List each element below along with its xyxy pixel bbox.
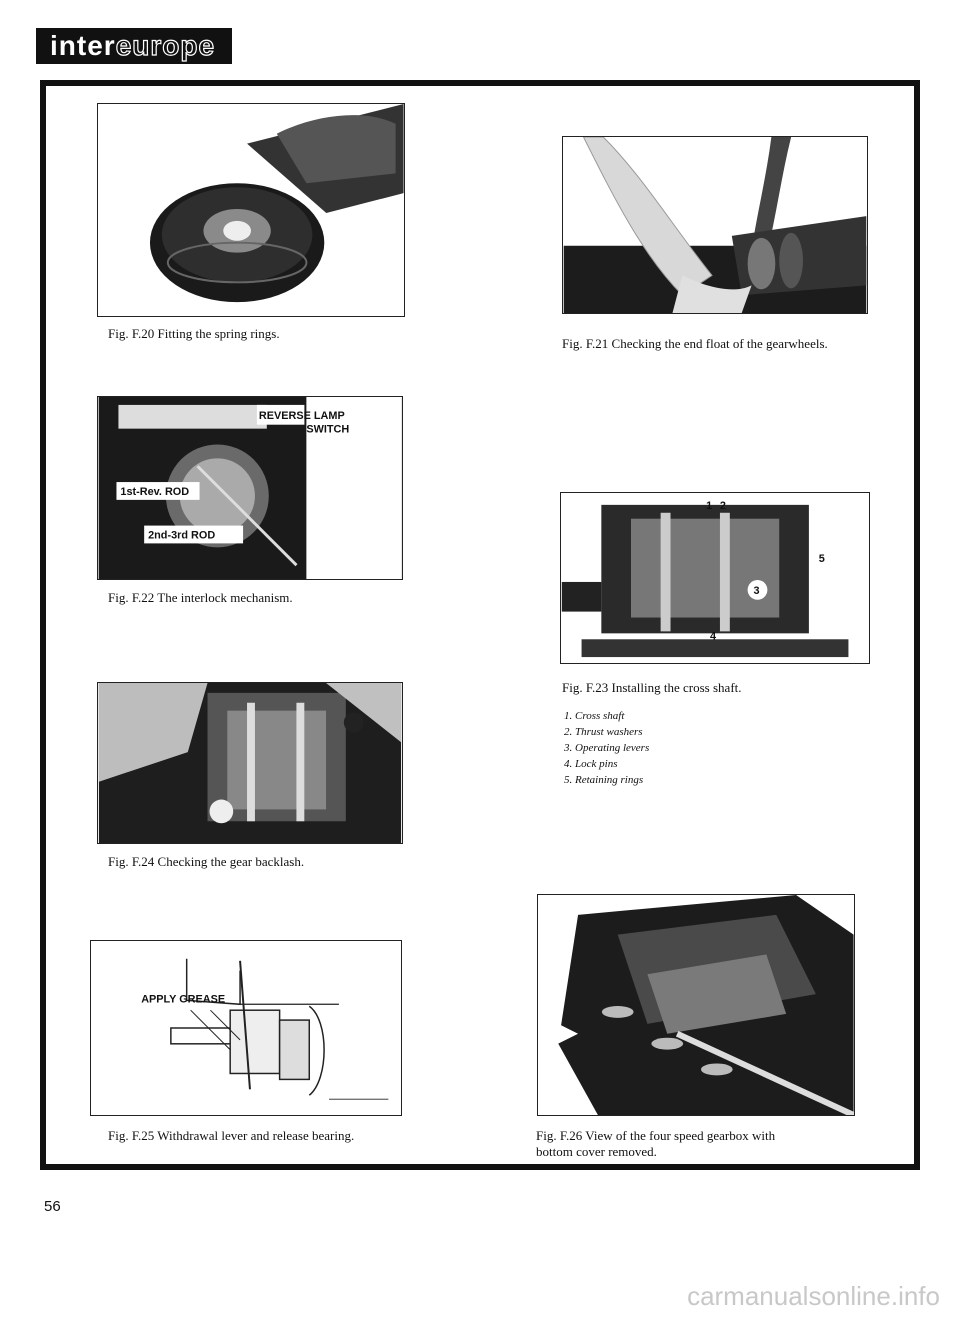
figure-f21-photo: [562, 136, 868, 314]
backlash-photo: [98, 683, 402, 843]
watermark: carmanualsonline.info: [687, 1281, 940, 1311]
callout-4: 4: [710, 630, 716, 642]
legend-item-operating-levers: 3. Operating levers: [564, 742, 650, 754]
interlock-photo: REVERSE LAMP SWITCH 1st-Rev. ROD 2nd-3rd…: [98, 397, 402, 579]
end-float-photo: [563, 137, 867, 313]
label-1st-rev-rod: 1st-Rev. ROD: [120, 486, 189, 498]
gearbox-bottom-photo: [538, 895, 854, 1115]
label-reverse-lamp: REVERSE LAMP: [259, 410, 345, 422]
figure-f26-caption-line1: Fig. F.26 View of the four speed gearbox…: [536, 1128, 776, 1143]
figure-f25-drawing: APPLY GREASE: [90, 940, 402, 1116]
legend-item-retaining-rings: 5. Retaining rings: [564, 774, 644, 786]
callout-3: 3: [754, 585, 760, 597]
legend-item-thrust-washers: 2. Thrust washers: [564, 726, 643, 738]
intereurope-logo: intereurope: [36, 28, 232, 64]
figure-f26-caption: Fig. F.26 View of the four speed gearbox…: [536, 1128, 775, 1160]
figure-f26-photo: [537, 894, 855, 1116]
logo-text-europe: europe: [115, 29, 216, 61]
label-apply-grease: APPLY GREASE: [141, 993, 225, 1005]
figure-f24-caption: Fig. F.24 Checking the gear backlash.: [108, 854, 305, 869]
figure-f23-photo: 1 2 3 4 5: [560, 492, 870, 664]
logo-text-inter: inter: [50, 30, 116, 61]
figure-f26-caption-line2: bottom cover removed.: [536, 1144, 657, 1159]
callout-2: 2: [720, 500, 726, 512]
legend-item-lock-pins: 4. Lock pins: [564, 758, 618, 770]
page-frame: [40, 80, 920, 1170]
figure-f20-caption: Fig. F.20 Fitting the spring rings.: [108, 326, 280, 341]
figure-f21-caption: Fig. F.21 Checking the end float of the …: [562, 336, 828, 351]
figure-f20-photo: [97, 103, 405, 317]
label-switch: SWITCH: [306, 424, 349, 436]
label-2nd-3rd-rod: 2nd-3rd ROD: [148, 529, 215, 541]
figure-f25-caption: Fig. F.25 Withdrawal lever and release b…: [108, 1128, 355, 1143]
page-number: 56: [44, 1198, 61, 1215]
callout-5: 5: [819, 553, 825, 565]
figure-f24-photo: [97, 682, 403, 844]
withdrawal-lever-drawing: APPLY GREASE: [91, 941, 401, 1115]
figure-f22-caption: Fig. F.22 The interlock mechanism.: [108, 590, 293, 605]
spring-ring-photo: [98, 104, 404, 316]
figure-f23-legend: 1. Cross shaft 2. Thrust washers 3. Oper…: [564, 708, 649, 788]
figure-f22-photo: REVERSE LAMP SWITCH 1st-Rev. ROD 2nd-3rd…: [97, 396, 403, 580]
legend-item-cross-shaft: 1. Cross shaft: [564, 710, 625, 722]
callout-1: 1: [706, 500, 712, 512]
cross-shaft-photo: 1 2 3 4 5: [561, 493, 869, 663]
figure-f23-caption: Fig. F.23 Installing the cross shaft.: [562, 680, 742, 695]
